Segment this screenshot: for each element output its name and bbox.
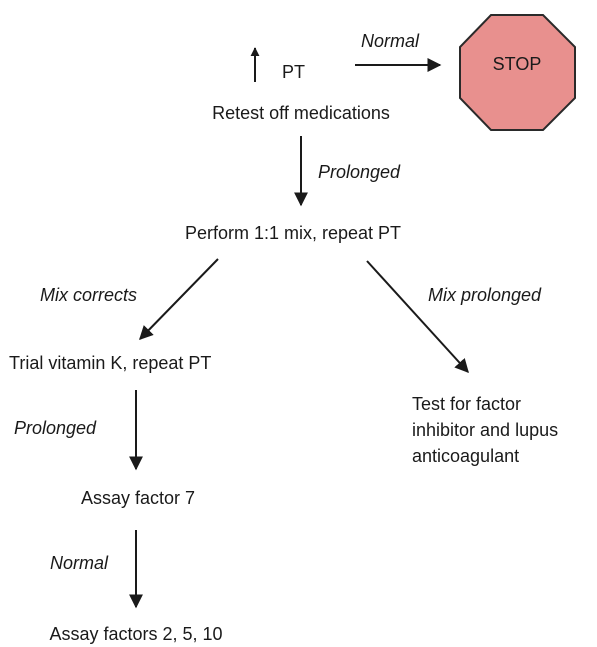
stop-sign: STOP xyxy=(459,14,576,131)
edge-label-prolonged-assay7: Prolonged xyxy=(14,418,97,438)
factor-test-line-1: Test for factor xyxy=(412,394,521,414)
retest-node: Retest off medications xyxy=(212,103,390,123)
increased-pt-node: PT xyxy=(250,47,305,82)
edge-label-prolonged-mix: Prolonged xyxy=(318,162,401,182)
arrow-mix-prolonged xyxy=(366,260,469,374)
assay-factors-2-5-10-node: Assay factors 2, 5, 10 xyxy=(49,624,222,644)
vitamin-k-node: Trial vitamin K, repeat PT xyxy=(9,353,211,373)
edge-retest-to-mix: Prolonged xyxy=(294,136,401,207)
stop-octagon xyxy=(459,14,576,131)
pt-label: PT xyxy=(282,62,305,82)
factor-test-node: Test for factor inhibitor and lupus anti… xyxy=(412,394,563,466)
edge-label-mix-corrects: Mix corrects xyxy=(40,285,137,305)
edge-label-normal-assay2510: Normal xyxy=(50,553,109,573)
edge-mix-to-vitamin-k: Mix corrects xyxy=(40,258,219,341)
factor-test-line-2: inhibitor and lupus xyxy=(412,420,558,440)
edge-normal-to-stop: Normal xyxy=(355,31,442,72)
stop-label: STOP xyxy=(493,54,542,74)
edge-assay7-to-assay2510: Normal xyxy=(50,530,143,609)
factor-test-line-3: anticoagulant xyxy=(412,446,519,466)
edge-label-normal-stop: Normal xyxy=(361,31,420,51)
arrow-mix-corrects xyxy=(139,258,219,341)
edge-label-mix-prolonged: Mix prolonged xyxy=(428,285,542,305)
edge-vitamin-k-to-assay7: Prolonged xyxy=(14,390,143,471)
mix-node: Perform 1:1 mix, repeat PT xyxy=(185,223,401,243)
edge-mix-to-factor-test: Mix prolonged xyxy=(366,260,542,374)
assay-factor-7-node: Assay factor 7 xyxy=(81,488,195,508)
